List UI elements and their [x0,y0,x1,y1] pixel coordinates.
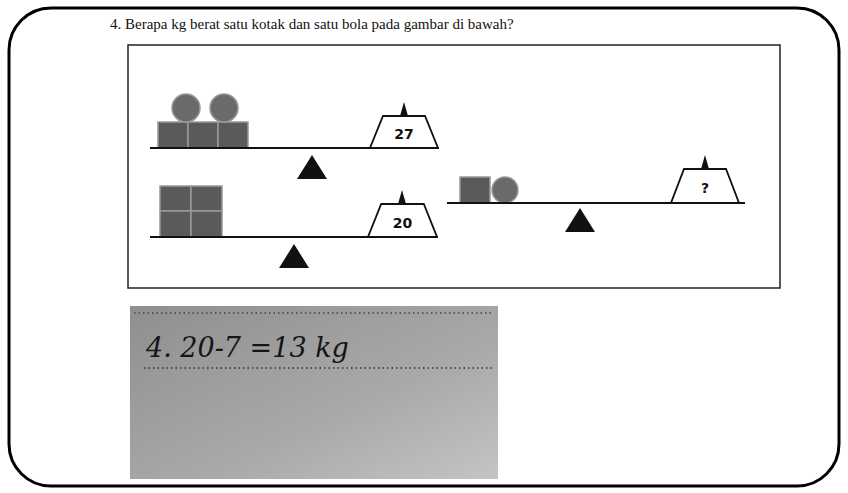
weight-block: ? [670,168,740,204]
weight-block: 27 [369,115,439,149]
handwritten-answer: 4. 20-7 =13 kg [146,332,349,363]
weight-block: 20 [367,203,438,238]
weight-number: 27 [394,122,413,142]
weight-number: 20 [393,211,412,231]
question-text: 4. Berapa kg berat satu kotak dan satu b… [110,16,514,33]
weight-number: ? [701,176,709,196]
